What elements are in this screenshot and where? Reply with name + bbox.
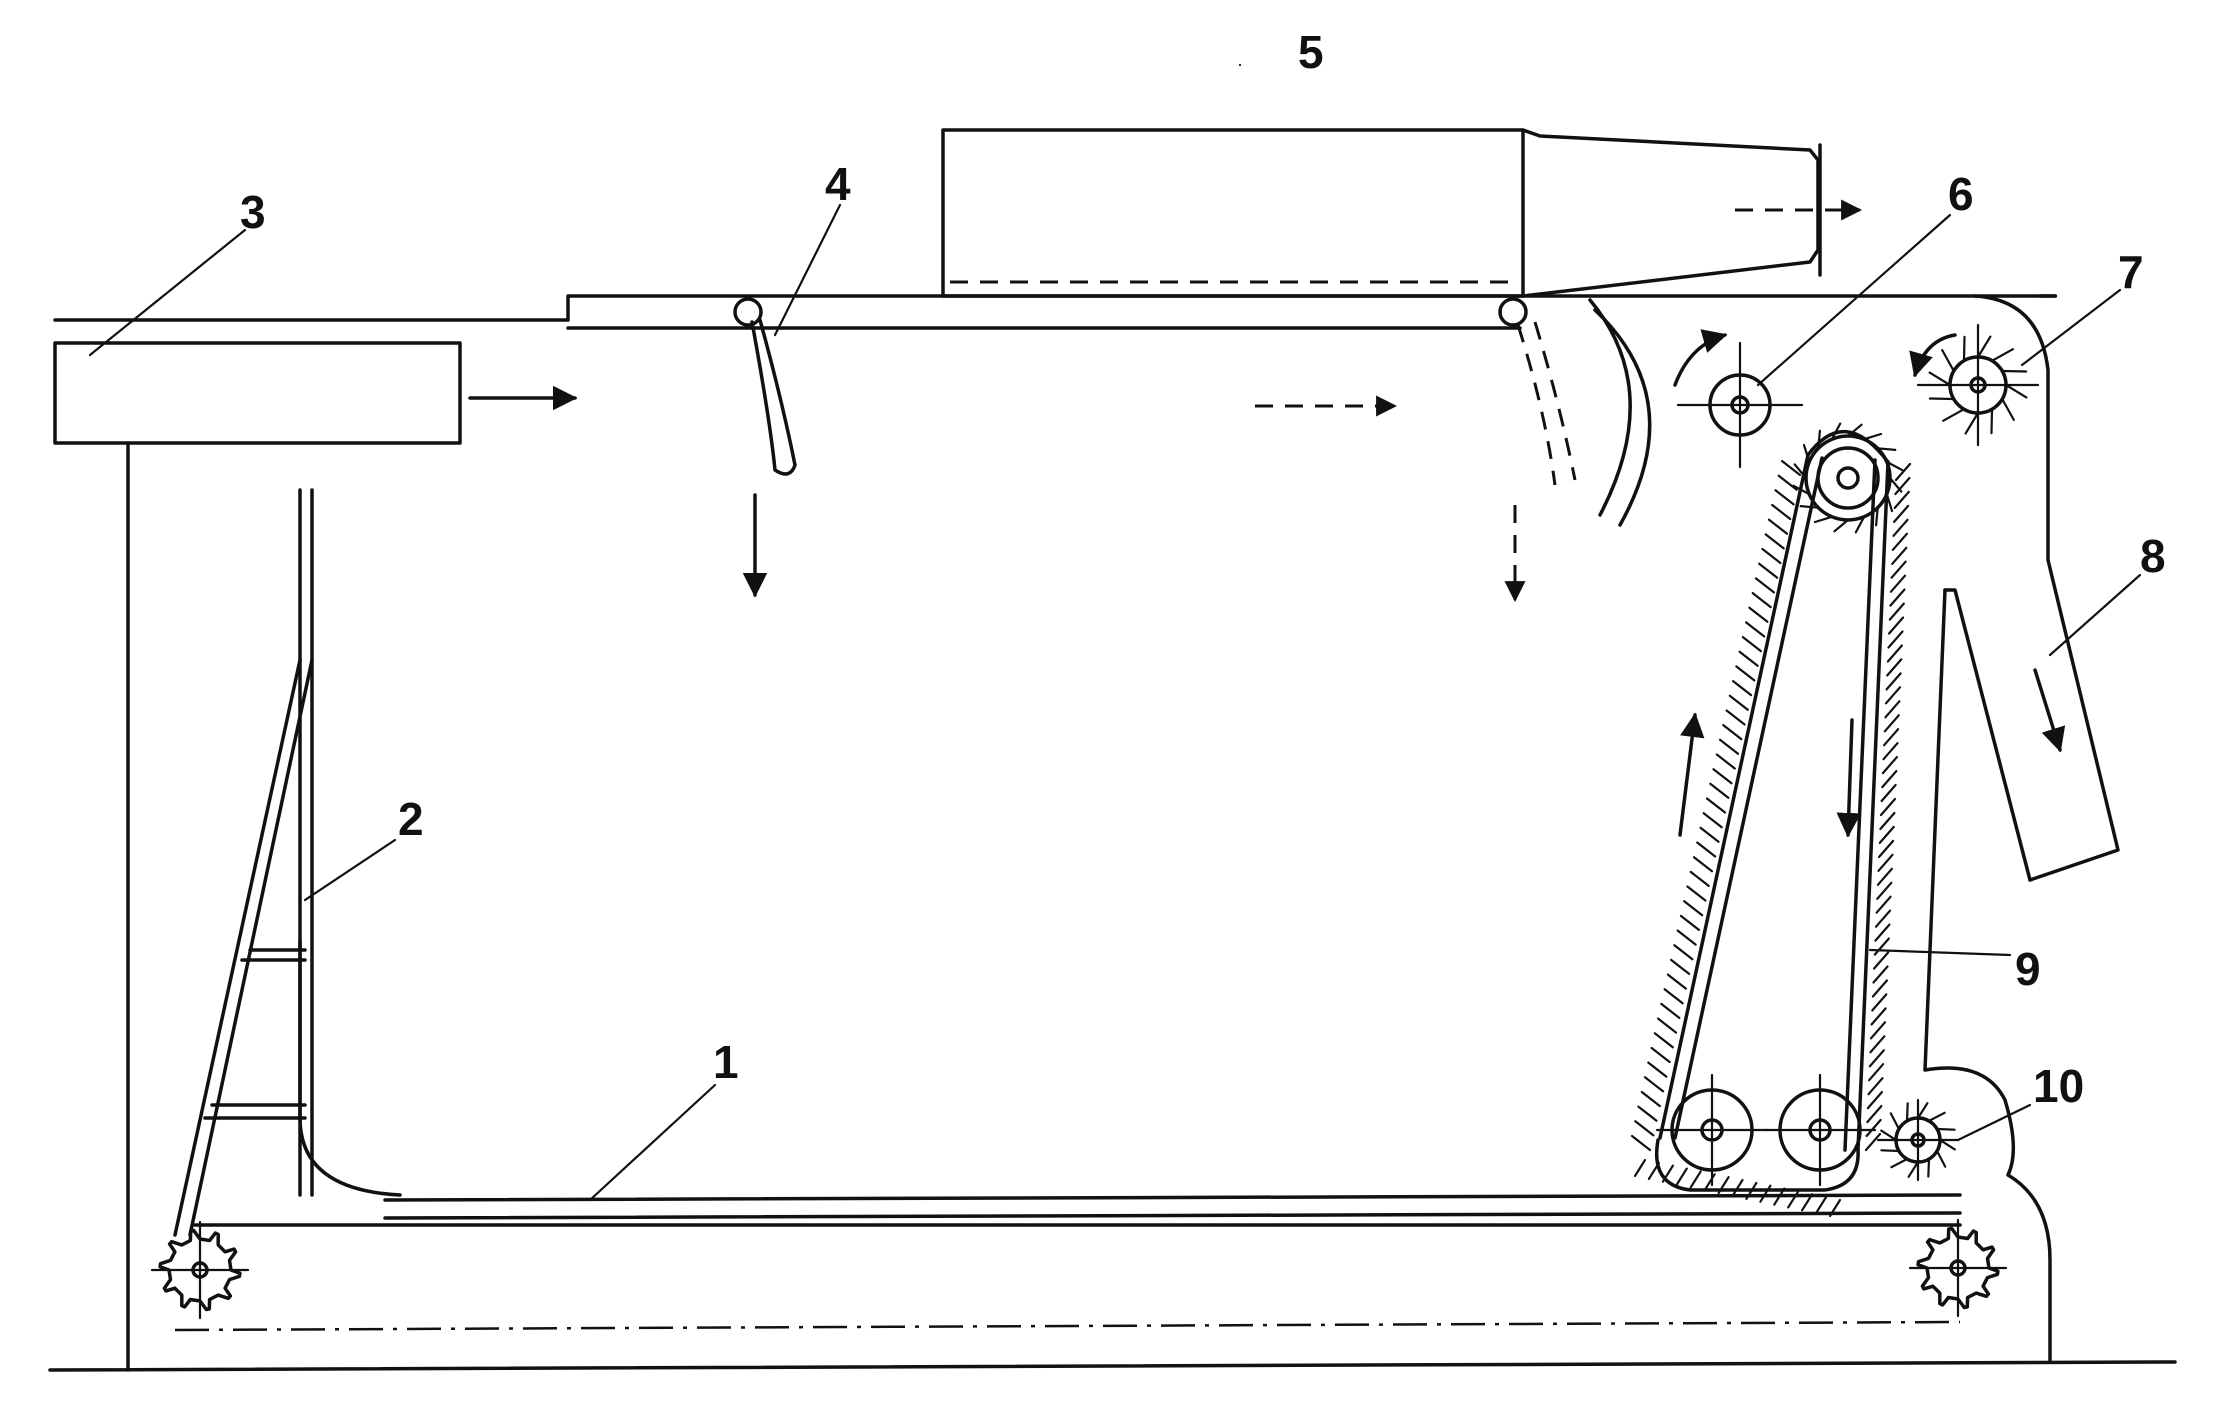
label-9: 9: [2015, 943, 2041, 995]
sprocket-left: [150, 1220, 250, 1320]
feeder-box: [53, 341, 462, 445]
roller-10: [1876, 1098, 1960, 1182]
ground-line: [48, 1360, 2177, 1372]
label-10: 10: [2033, 1060, 2084, 1112]
label-3: 3: [240, 186, 266, 238]
flap-left: [733, 297, 797, 598]
label-7: 7: [2118, 246, 2144, 298]
flap-right: [1255, 297, 1577, 603]
belt-top-roller: [1792, 422, 1904, 534]
label-5: 5: [1298, 26, 1324, 78]
label-2: 2: [398, 793, 424, 845]
rotation-arrow-6: [1673, 329, 1728, 387]
rotation-arrow-7: [1909, 333, 1957, 378]
label-8: 8: [2140, 530, 2166, 582]
label-4: 4: [825, 158, 851, 210]
belt-bottom-roller-right: [1763, 1073, 1877, 1187]
deflector-arc: [1593, 308, 1652, 527]
leader-lines: [88, 63, 2142, 1202]
belt-down-arrow: [1836, 718, 1862, 838]
label-1: 1: [713, 1036, 739, 1088]
hopper-duct: [941, 128, 1863, 298]
chute-arrow: [2033, 668, 2066, 753]
label-6: 6: [1948, 168, 1974, 220]
spiked-belt: [1630, 429, 1912, 1218]
bottom-conveyor: [174, 938, 1962, 1332]
roller-6: [1676, 341, 1804, 469]
feed-ladder: [173, 488, 314, 1237]
belt-bottom-roller-left: [1655, 1073, 1769, 1187]
sprocket-right: [1908, 1218, 2008, 1318]
roller-7: [1916, 323, 2040, 447]
belt-up-arrow: [1678, 712, 1705, 837]
